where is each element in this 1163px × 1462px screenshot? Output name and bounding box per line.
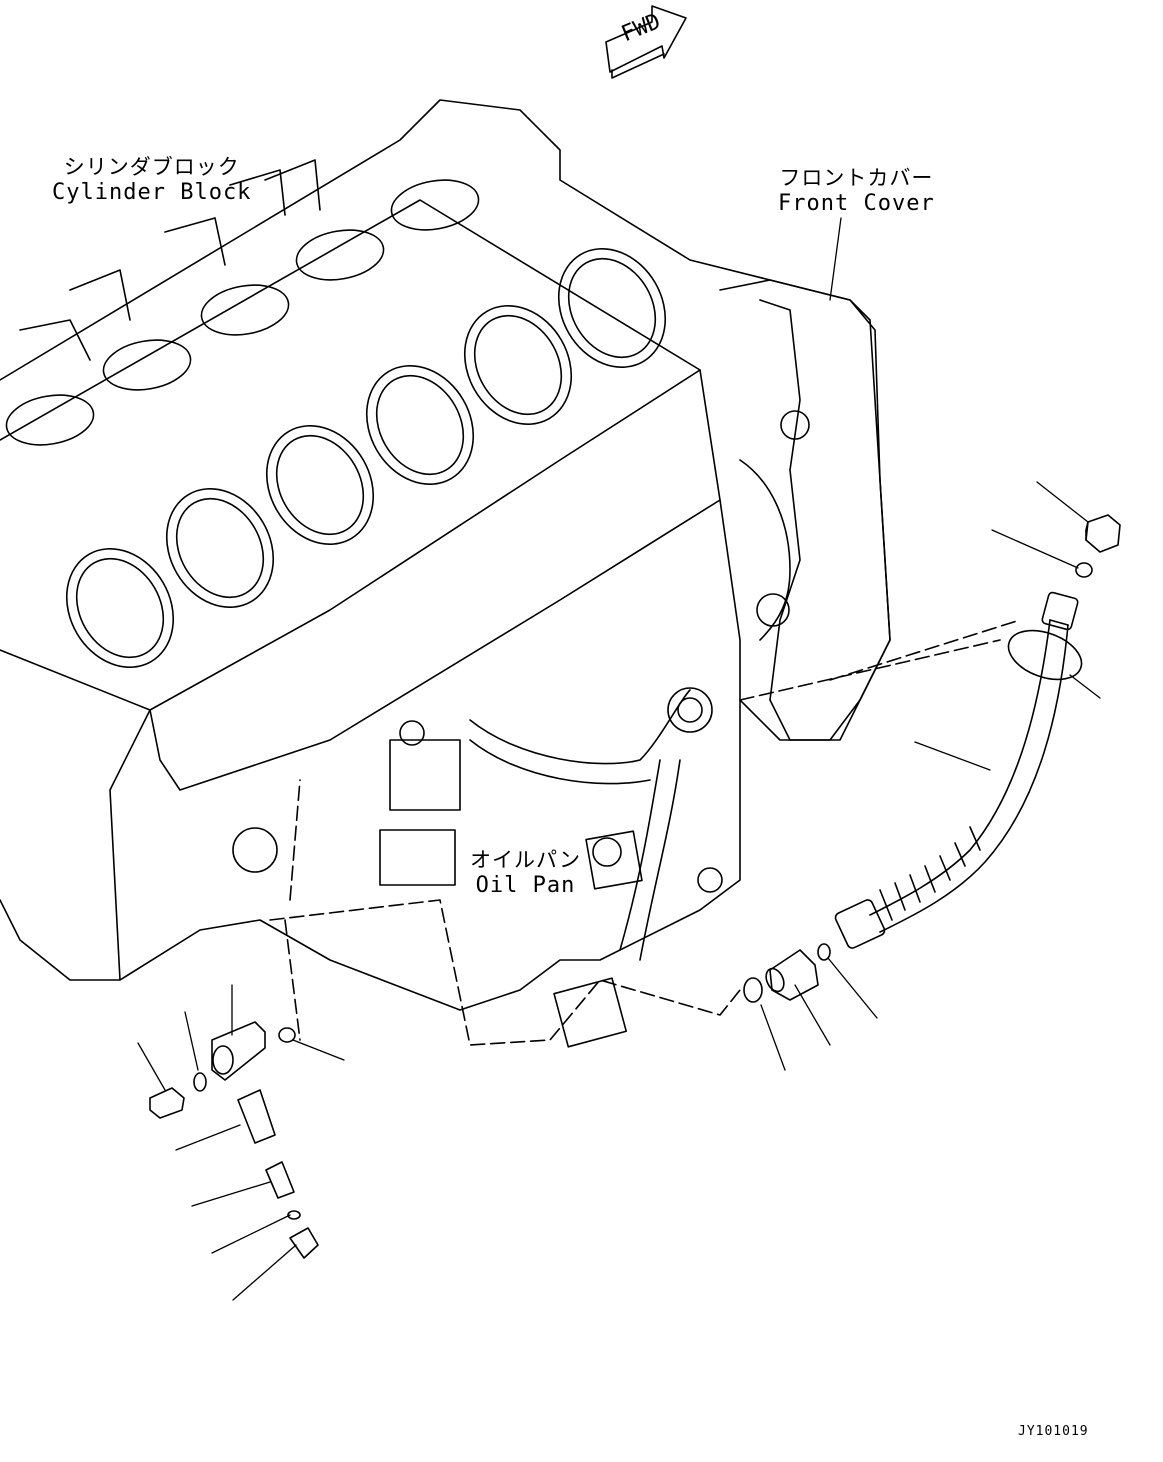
leader-lines	[138, 218, 1100, 1300]
elbow-fitting-group	[150, 1022, 318, 1258]
block-pipework	[233, 688, 722, 1047]
oil-hose-assembly	[834, 592, 1088, 950]
oil-pan-label-en: Oil Pan	[475, 873, 576, 898]
oil-pan-label-jp: オイルパン	[470, 848, 582, 872]
cylinder-block-label-jp: シリンダブロック	[63, 155, 240, 179]
oil-pan-label: オイルパン Oil Pan	[470, 847, 581, 899]
fwd-arrow-icon	[606, 6, 686, 78]
oil-pan-outline	[270, 620, 1020, 1045]
cylinder-block-outline	[0, 100, 890, 1010]
front-cover-label: フロントカバー Front Cover	[778, 165, 935, 217]
cylinder-block-label-en: Cylinder Block	[52, 180, 252, 205]
cylinder-bores	[3, 174, 687, 687]
cylinder-block-label: シリンダブロック Cylinder Block	[52, 154, 251, 206]
front-cover-outline	[720, 280, 890, 740]
adapter-fitting	[744, 944, 830, 1002]
front-cover-label-en: Front Cover	[778, 191, 935, 216]
plug-and-oring-top	[1076, 515, 1120, 577]
drawing-number: JY101019	[1018, 1424, 1089, 1439]
front-cover-label-jp: フロントカバー	[779, 166, 934, 190]
